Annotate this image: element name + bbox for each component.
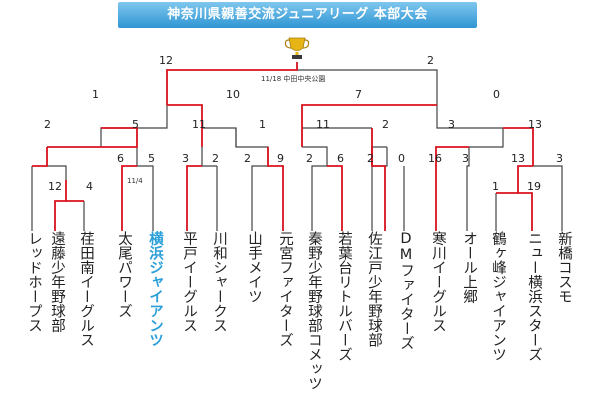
page-title: 神奈川県親善交流ジュニアリーグ 本部大会 (167, 7, 428, 22)
score-qf1-left: 2 (44, 118, 51, 131)
team-label: 若葉台リトルバーズ (336, 231, 352, 362)
team-label: 佐江戸少年野球部 (366, 231, 382, 347)
team-label: 秦野少年野球部コメッツ (306, 231, 322, 391)
score-r1f-left: 16 (428, 152, 442, 165)
team-label: 遠藤少年野球部 (49, 231, 65, 333)
team-label: レッドホープス (26, 231, 42, 333)
trophy-icon (284, 37, 310, 59)
match-date-note: 11/4 (127, 177, 143, 185)
team-label: 寒川イーグルス (430, 231, 446, 333)
score-qf3-right: 2 (382, 118, 389, 131)
score-r1e-left: 2 (367, 152, 374, 165)
winner-lines (32, 62, 534, 231)
score-r1d-right: 6 (337, 152, 344, 165)
score-r0b-right: 19 (527, 180, 541, 193)
team-label: 山手メイツ (246, 231, 262, 304)
score-r1a-left: 6 (117, 152, 124, 165)
score-qf4-left: 3 (448, 118, 455, 131)
score-r0a-left: 12 (48, 180, 62, 193)
score-semi2-right: 0 (493, 88, 500, 101)
score-final-right: 2 (427, 54, 434, 67)
score-r1c-left: 2 (244, 152, 251, 165)
score-r1a-right: 5 (148, 152, 155, 165)
score-qf2-right: 1 (259, 118, 266, 131)
score-r1b-left: 3 (182, 152, 189, 165)
scores: 12 2 1 10 7 0 2 5 11 1 11 2 3 13 6 5 3 2… (44, 54, 563, 193)
score-r1g-right: 3 (556, 152, 563, 165)
score-semi1-left: 1 (92, 88, 99, 101)
score-qf4-right: 13 (528, 118, 542, 131)
score-r0b-left: 1 (492, 180, 499, 193)
score-semi1-right: 10 (226, 88, 240, 101)
title-banner: 神奈川県親善交流ジュニアリーグ 本部大会 (118, 2, 477, 28)
team-label: DMファイターズ (398, 231, 414, 350)
score-final-left: 12 (159, 54, 173, 67)
score-qf2-left: 11 (192, 118, 206, 131)
team-label: 川和シャークス (211, 231, 227, 333)
final-venue-note: 11/18 中田中央公園 (261, 74, 325, 83)
team-label: 太尾パワーズ (116, 231, 132, 318)
score-semi2-left: 7 (355, 88, 362, 101)
team-label: 荏田南イーグルス (78, 231, 94, 347)
team-label: 元宮ファイターズ (277, 231, 293, 347)
score-r1f-right: 3 (462, 152, 469, 165)
bracket-lines (31, 69, 563, 231)
score-r1b-right: 2 (212, 152, 219, 165)
score-r1e-right: 0 (398, 152, 405, 165)
score-r1d-left: 2 (306, 152, 313, 165)
team-label-highlighted: 横浜ジャイアンツ (147, 231, 163, 347)
score-r1c-right: 9 (277, 152, 284, 165)
team-label: 平戸イーグルス (181, 231, 197, 333)
team-label: 鶴ヶ峰ジャイアンツ (490, 231, 506, 362)
score-qf3-left: 11 (316, 118, 330, 131)
score-r1g-left: 13 (511, 152, 525, 165)
team-label: ニュー横浜スターズ (526, 231, 542, 362)
score-r0a-right: 4 (86, 180, 93, 193)
team-label: 新橋コスモ (556, 231, 572, 304)
team-label: オール上郷 (461, 231, 477, 304)
score-qf1-right: 5 (132, 118, 139, 131)
